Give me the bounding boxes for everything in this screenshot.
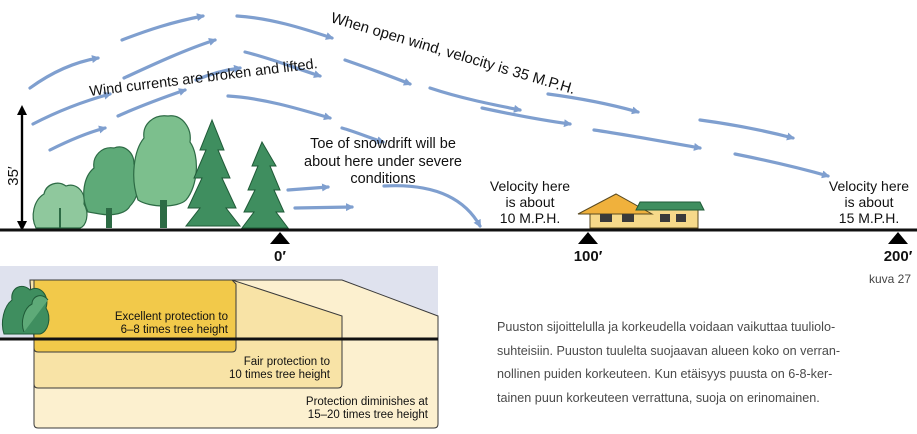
marker-triangle — [888, 232, 908, 244]
wind-arrow — [340, 126, 385, 145]
wind-arrow — [194, 64, 242, 82]
height-indicator: 35′ — [5, 105, 27, 231]
snowdrift-line: conditions — [350, 171, 415, 187]
fair-label: Fair protection to — [244, 356, 330, 368]
wind-arrow — [120, 13, 205, 42]
svg-text:15 M.P.H.: 15 M.P.H. — [839, 210, 899, 226]
wind-arrows — [28, 13, 830, 228]
velocity-note-100: Velocity here is about 10 M.P.H. — [490, 178, 570, 226]
house-icon — [577, 193, 705, 229]
protection-diagram: Excellent protection to 6–8 times tree h… — [0, 266, 439, 429]
wind-arrow — [286, 183, 330, 192]
excellent-label: 6–8 times tree height — [121, 324, 229, 336]
fair-label: 10 times tree height — [229, 369, 331, 381]
wind-arrow — [698, 118, 795, 141]
svg-text:10 M.P.H.: 10 M.P.H. — [500, 210, 560, 226]
caption-line: tainen puun korkeuteen verrattuna, suoja… — [497, 390, 820, 405]
wind-arrow — [480, 106, 572, 128]
tall-tree-icon — [133, 115, 197, 207]
wind-arrow — [293, 203, 354, 212]
conifer-tree-icon — [241, 140, 289, 229]
marker-label-200: 200′ — [884, 248, 913, 265]
caption-line: Puuston sijoittelulla ja korkeudella voi… — [497, 320, 836, 334]
wind-arrow — [592, 128, 702, 151]
wind-arrow — [116, 88, 187, 118]
svg-text:is about: is about — [844, 194, 893, 210]
excellent-label: Excellent protection to — [115, 311, 228, 323]
marker-label-0: 0′ — [274, 248, 286, 265]
svg-text:Velocity here: Velocity here — [490, 178, 570, 194]
wind-arrow — [122, 38, 217, 80]
wind-arrow — [343, 58, 412, 86]
snowdrift-note: Toe of snowdrift will be about here unde… — [304, 136, 462, 187]
wind-arrow — [546, 92, 640, 115]
bush-icon — [32, 182, 88, 229]
caption-line: suhteisiin. Puuston tuulelta suojaavan a… — [497, 343, 841, 358]
small-tree-icon — [21, 295, 49, 333]
wind-arrow — [235, 14, 334, 40]
excellent-zone — [30, 279, 237, 353]
snowdrift-line: about here under severe — [304, 154, 462, 170]
conifer-tree-icon — [184, 118, 242, 227]
tree-row — [32, 115, 289, 229]
wind-arrow — [28, 55, 100, 90]
wind-arrow — [48, 125, 107, 152]
diminish-label: 15–20 times tree height — [308, 409, 429, 421]
wind-arrow — [733, 152, 830, 179]
velocity-note-200: Velocity here is about 15 M.P.H. — [829, 178, 909, 226]
diminish-label: Protection diminishes at — [306, 396, 429, 408]
svg-text:is about: is about — [505, 194, 554, 210]
height-label: 35′ — [5, 166, 22, 186]
marker-triangle — [578, 232, 598, 244]
deciduous-tree-icon — [83, 146, 140, 216]
wind-arrow — [31, 91, 112, 126]
marker-label-100: 100′ — [574, 248, 603, 265]
figure-number: kuva 27 — [868, 272, 911, 286]
caption-line: nollinen puiden korkeuteen. Kun etäisyys… — [497, 367, 833, 381]
wind-arrow — [382, 184, 482, 228]
wind-arrow — [226, 94, 332, 121]
open-wind-label: When open wind, velocity is 35 M.P.H. — [329, 10, 577, 98]
snowdrift-line: Toe of snowdrift will be — [310, 136, 456, 152]
marker-triangle — [270, 232, 290, 244]
wind-arrow — [428, 86, 522, 113]
caption-text: Puuston sijoittelulla ja korkeudella voi… — [497, 316, 911, 410]
svg-text:Velocity here: Velocity here — [829, 178, 909, 194]
wind-arrow — [243, 50, 322, 78]
distance-markers: 0′ 100′ 200′ — [270, 232, 913, 265]
